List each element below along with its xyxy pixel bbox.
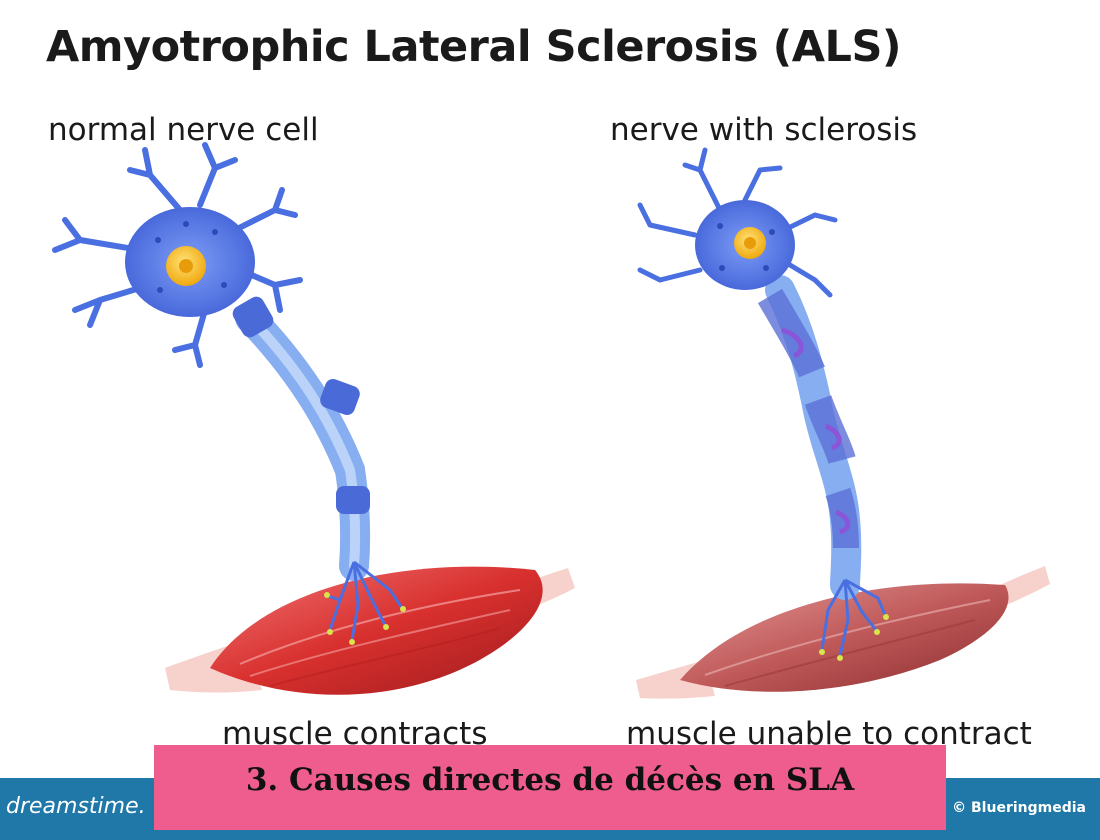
- right-axon-damaged: [757, 275, 862, 600]
- als-illustration: [52, 142, 1050, 699]
- right-nerve-terminals: [819, 578, 889, 661]
- right-neuron-body: [637, 147, 838, 298]
- dreamstime-logo: dreamstime.: [6, 794, 146, 819]
- diagram-title: Amyotrophic Lateral Sclerosis (ALS): [46, 22, 902, 72]
- normal-nerve-cell-label: normal nerve cell: [48, 112, 319, 148]
- left-nerve-terminals: [324, 560, 406, 645]
- left-axon: [232, 296, 371, 581]
- left-neuron-body: [52, 142, 303, 368]
- caption-text: 3. Causes directes de décès en SLA: [245, 762, 855, 798]
- sclerosis-nerve-label: nerve with sclerosis: [610, 112, 918, 148]
- left-muscle: [165, 566, 575, 695]
- caption-banner: 3. Causes directes de décès en SLA: [154, 745, 946, 830]
- credit-text: © Blueringmedia: [952, 800, 1086, 816]
